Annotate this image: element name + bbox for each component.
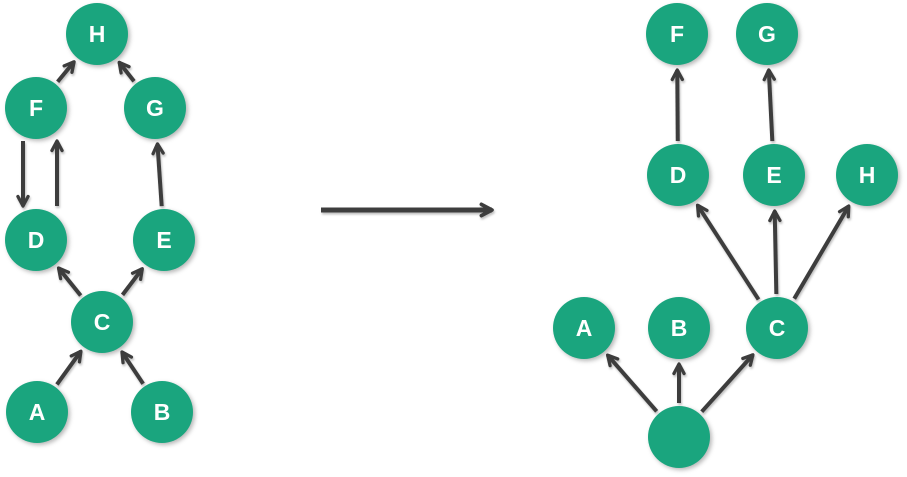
node-label: D xyxy=(670,162,687,188)
node-label: F xyxy=(29,95,43,121)
node-label: B xyxy=(154,399,171,425)
node-label: E xyxy=(766,162,781,188)
source-graph-node-E: E xyxy=(133,209,195,271)
node-label: C xyxy=(94,309,111,335)
source-graph-node-H: H xyxy=(66,3,128,65)
node-label: G xyxy=(146,95,164,121)
result-graph-node-G: G xyxy=(736,3,798,65)
node-circle xyxy=(5,77,67,139)
node-label: H xyxy=(859,162,876,188)
node-circle xyxy=(648,406,710,468)
result-graph-edge-C-H xyxy=(792,204,851,300)
node-circle xyxy=(743,144,805,206)
result-graph-node-F: F xyxy=(646,3,708,65)
result-graph-edge-C-E xyxy=(768,209,782,295)
node-circle xyxy=(746,297,808,359)
source-graph-edge-C-D xyxy=(56,266,83,297)
node-label: G xyxy=(758,21,776,47)
source-graph-node-D: D xyxy=(5,209,67,271)
source-graph-edge-B-C xyxy=(120,350,145,385)
source-graph-edge-G-H xyxy=(117,60,136,83)
node-label: B xyxy=(671,315,688,341)
node-circle xyxy=(133,209,195,271)
node-circle xyxy=(736,3,798,65)
result-graph-edge-ROOT-A xyxy=(606,353,659,413)
source-graph-edge-F-H xyxy=(56,60,76,84)
node-circle xyxy=(124,77,186,139)
source-graph-node-C: C xyxy=(71,291,133,353)
source-graph-node-A: A xyxy=(6,381,68,443)
node-label: E xyxy=(156,227,171,253)
result-graph-node-D: D xyxy=(647,144,709,206)
result-graph-node-B: B xyxy=(648,297,710,359)
node-circle xyxy=(646,3,708,65)
node-circle xyxy=(6,381,68,443)
node-circle xyxy=(553,297,615,359)
source-graph-edge-A-C xyxy=(55,349,83,386)
node-circle xyxy=(5,209,67,271)
source-graph-edge-E-G xyxy=(151,142,165,207)
source-graph-edge-C-E xyxy=(120,267,144,297)
node-label: C xyxy=(769,315,786,341)
node-label: A xyxy=(29,399,46,425)
result-graph-node-unlabeled xyxy=(648,406,710,468)
node-circle xyxy=(648,297,710,359)
result-graph-node-H: H xyxy=(836,144,898,206)
result-graph-edge-E-G xyxy=(762,68,776,142)
node-label: F xyxy=(670,21,684,47)
result-graph-edge-D-F xyxy=(670,68,685,142)
node-circle xyxy=(647,144,709,206)
source-graph-node-G: G xyxy=(124,77,186,139)
node-circle xyxy=(71,291,133,353)
node-label: D xyxy=(28,227,45,253)
node-circle xyxy=(836,144,898,206)
source-graph-node-F: F xyxy=(5,77,67,139)
node-label: H xyxy=(89,21,106,47)
node-circle xyxy=(66,3,128,65)
node-circle xyxy=(131,381,193,443)
source-graph-node-B: B xyxy=(131,381,193,443)
result-graph-node-E: E xyxy=(743,144,805,206)
node-label: A xyxy=(576,315,593,341)
result-graph-edge-C-D xyxy=(695,203,761,301)
result-graph-edge-ROOT-C xyxy=(700,353,755,414)
result-graph-node-C: C xyxy=(746,297,808,359)
result-graph-node-A: A xyxy=(553,297,615,359)
